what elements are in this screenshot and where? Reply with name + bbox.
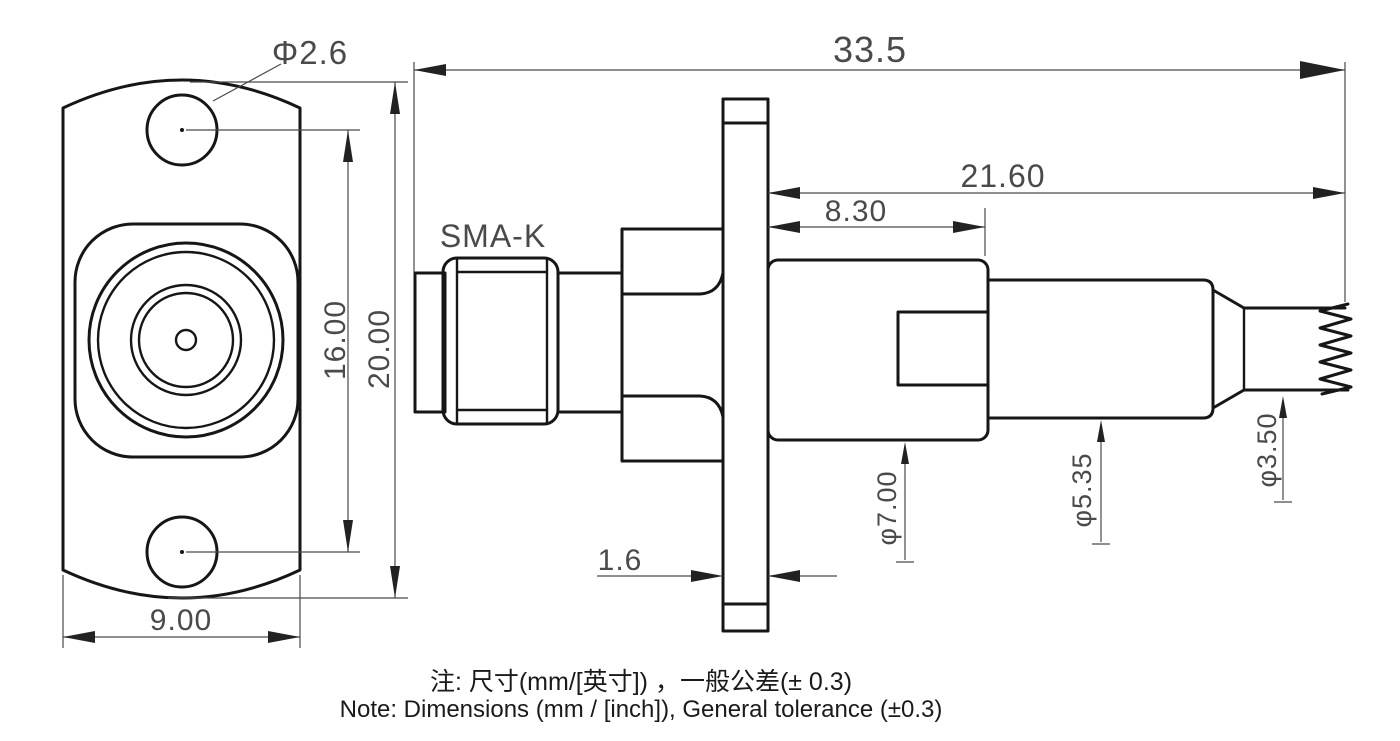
taper-top-edge — [1211, 288, 1246, 310]
arrowhead-overall-left — [414, 64, 446, 76]
hex-body — [620, 227, 725, 463]
front-view: Φ2.6 16.00 20.00 9.00 — [61, 34, 408, 648]
arrowhead-body-dia — [901, 442, 909, 464]
note-line-en: Note: Dimensions (mm / [inch]), General … — [340, 696, 943, 723]
arrowhead-flange-height-top — [390, 82, 400, 114]
arrowhead-hole-spacing-bottom — [343, 520, 353, 552]
shell-circle-outer — [87, 241, 285, 439]
arrowhead-flange-width-right — [268, 631, 300, 643]
coupling-nut — [441, 256, 560, 426]
arrowhead-boss-left — [768, 221, 800, 233]
shell-circle-inner — [96, 250, 276, 430]
rear-body-slot — [896, 310, 990, 387]
arrowhead-thickness-left — [691, 570, 723, 582]
dielectric-circle-inner — [137, 291, 235, 389]
hole-center-mark-top — [180, 128, 184, 132]
taper-bottom-edge — [1211, 388, 1246, 410]
flange-height-label: 20.00 — [363, 309, 396, 389]
arrowhead-overall-right — [1300, 61, 1345, 79]
hex-flat-top — [620, 271, 725, 296]
cable-diameter-label: φ3.50 — [1252, 412, 1282, 487]
arrowhead-boss-right — [953, 221, 985, 233]
flange-thickness-label: 1.6 — [598, 544, 643, 577]
neck-section — [556, 271, 624, 414]
sma-front-face — [413, 271, 447, 414]
arrowhead-rear-right — [1313, 187, 1345, 199]
rear-body — [766, 258, 990, 442]
interface-label: SMA-K — [440, 218, 546, 254]
arrowhead-thickness-right — [768, 570, 800, 582]
hex-flat-bottom — [620, 394, 725, 419]
tolerance-note: 注: 尺寸(mm/[英寸]) ，一般公差(± 0.3) Note: Dimens… — [340, 668, 943, 723]
hole-dia-label: Φ2.6 — [272, 34, 348, 71]
side-view: SMA-K 33.5 21.60 8.30 1.6 φ7.00 — [413, 29, 1353, 633]
connector-boss — [73, 222, 300, 459]
center-contact-circle — [174, 328, 198, 352]
arrowhead-flange-height-bottom — [390, 566, 400, 598]
sleeve-section — [986, 278, 1215, 420]
flange-width-label: 9.00 — [150, 604, 212, 637]
overall-length-label: 33.5 — [833, 29, 907, 70]
hole-center-mark-bottom — [180, 550, 184, 554]
arrowhead-rear-left — [768, 187, 800, 199]
body-diameter-label: φ7.00 — [872, 470, 902, 545]
arrowhead-flange-width-left — [63, 631, 95, 643]
boss-length-label: 8.30 — [825, 195, 887, 228]
flange-plate-side — [721, 97, 770, 633]
arrowhead-hole-spacing-top — [343, 130, 353, 162]
arrowhead-cable-dia — [1279, 396, 1287, 418]
dielectric-circle-outer — [129, 283, 243, 397]
flange-outline — [61, 78, 302, 600]
rear-length-label: 21.60 — [960, 158, 1045, 194]
sleeve-diameter-label: φ5.35 — [1067, 452, 1097, 527]
cable-break-zigzag — [1318, 302, 1353, 396]
note-line-zh: 注: 尺寸(mm/[英寸]) ，一般公差(± 0.3) — [430, 668, 852, 696]
hole-spacing-label: 16.00 — [319, 300, 352, 380]
arrowhead-sleeve-dia — [1097, 420, 1105, 442]
